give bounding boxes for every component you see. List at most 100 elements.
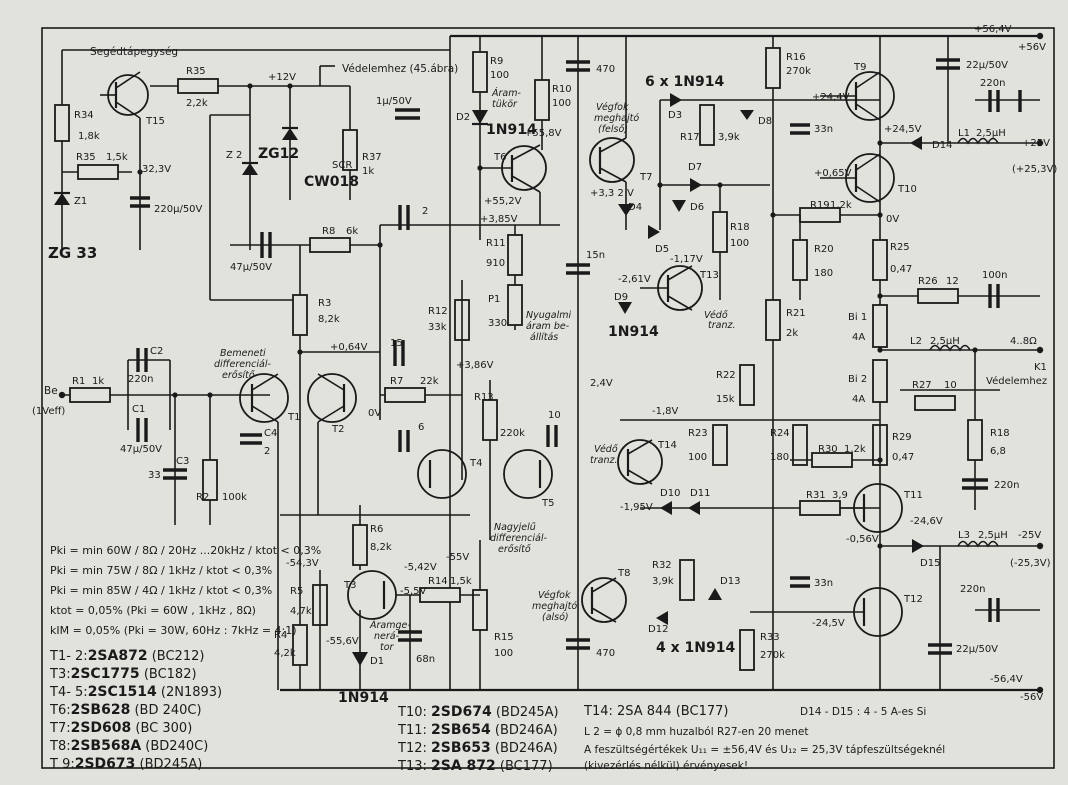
svg-text:-24,5V: -24,5V: [812, 618, 845, 629]
svg-text:220n: 220n: [980, 78, 1005, 89]
svg-text:T7: T7: [639, 172, 652, 183]
svg-text:+55,8V: +55,8V: [524, 128, 562, 139]
transistor-entry: T6:2SB628 (BD 240C): [50, 702, 202, 718]
r20-resistor: [792, 239, 808, 281]
svg-text:330: 330: [488, 318, 507, 329]
svg-text:8,2k: 8,2k: [370, 542, 392, 553]
svg-text:SCR: SCR: [332, 160, 352, 171]
svg-text:+56V: +56V: [1018, 42, 1046, 53]
svg-text:100: 100: [494, 648, 513, 659]
svg-text:2k: 2k: [786, 328, 798, 339]
svg-text:12: 12: [946, 276, 959, 287]
d10-diode: [660, 501, 672, 515]
svg-text:Nyugalmi: Nyugalmi: [526, 310, 571, 321]
svg-text:15: 15: [390, 338, 403, 349]
svg-text:2: 2: [422, 206, 428, 217]
svg-text:220n: 220n: [960, 584, 985, 595]
svg-text:Z 2: Z 2: [226, 150, 242, 161]
svg-text:6 x 1N914: 6 x 1N914: [645, 74, 724, 90]
svg-text:470: 470: [596, 64, 615, 75]
r8-resistor: [309, 237, 351, 253]
svg-text:15n: 15n: [586, 250, 605, 261]
svg-text:T9: T9: [853, 62, 866, 73]
svg-text:R14: R14: [428, 576, 448, 587]
svg-text:+3,3 2 V: +3,3 2 V: [590, 188, 634, 199]
svg-text:1,2k: 1,2k: [844, 444, 866, 455]
svg-text:Nagyjelű: Nagyjelű: [494, 522, 536, 533]
svg-text:2: 2: [264, 446, 270, 457]
t7-transistor: [589, 137, 635, 183]
svg-text:Bi 2: Bi 2: [848, 374, 867, 385]
svg-text:Végfok: Végfok: [538, 590, 571, 601]
svg-text:2,5µH: 2,5µH: [930, 336, 960, 347]
voltage-note-2: (kivezérlés nélkül) érvényesek!: [584, 760, 749, 772]
svg-text:R21: R21: [786, 308, 806, 319]
svg-text:47µ/50V: 47µ/50V: [230, 262, 272, 273]
svg-text:állítás: állítás: [530, 332, 558, 343]
svg-text:100: 100: [688, 452, 707, 463]
svg-text:T6: T6: [493, 152, 506, 163]
r33-resistor: [739, 629, 755, 671]
svg-text:0,47: 0,47: [890, 264, 912, 275]
svg-text:1,5k: 1,5k: [106, 152, 128, 163]
svg-text:1N914: 1N914: [338, 690, 389, 706]
spec-line: Pki = min 75W / 8Ω / 1kHz / ktot < 0,3%: [50, 564, 273, 577]
svg-text:-1,17V: -1,17V: [670, 254, 703, 265]
svg-text:100: 100: [490, 70, 509, 81]
d4-diode: [618, 204, 634, 216]
transistor-entry: T12: 2SB653 (BD246A): [398, 740, 558, 756]
svg-text:2,5µH: 2,5µH: [978, 530, 1008, 541]
svg-text:-1,8V: -1,8V: [652, 406, 679, 417]
svg-text:1k: 1k: [362, 166, 374, 177]
t1-transistor: [239, 373, 289, 423]
svg-text:T10: T10: [897, 184, 917, 195]
d14-d15-note: D14 - D15 : 4 - 5 A-es Si: [800, 706, 927, 718]
svg-text:D6: D6: [690, 202, 704, 213]
d9-diode: [618, 302, 632, 314]
svg-text:R2: R2: [196, 492, 209, 503]
svg-text:270k: 270k: [786, 66, 811, 77]
svg-text:4,7k: 4,7k: [290, 606, 312, 617]
svg-text:T5: T5: [541, 498, 554, 509]
svg-text:Bemeneti: Bemeneti: [220, 348, 266, 359]
svg-text:1µ/50V: 1µ/50V: [376, 96, 412, 107]
svg-text:R31: R31: [806, 490, 826, 501]
svg-text:R20: R20: [814, 244, 834, 255]
t4-transistor: [417, 449, 467, 499]
d11-diode: [688, 501, 700, 515]
svg-text:Z1: Z1: [74, 196, 87, 207]
svg-text:32,3V: 32,3V: [142, 164, 171, 175]
svg-text:Védelemhez: Védelemhez: [986, 375, 1047, 387]
spec-line: Pki = min 85W / 4Ω / 1kHz / ktot < 0,3%: [50, 584, 273, 597]
svg-text:-56V: -56V: [1020, 692, 1043, 703]
svg-text:R17: R17: [680, 132, 700, 143]
svg-text:100k: 100k: [222, 492, 247, 503]
svg-text:tranz.: tranz.: [708, 320, 735, 331]
svg-text:CW018: CW018: [304, 174, 359, 190]
svg-text:-1,95V: -1,95V: [620, 502, 653, 513]
transistor-entry: T13: 2SA 872 (BC177): [398, 758, 553, 774]
svg-text:R19: R19: [810, 200, 830, 211]
svg-text:4A: 4A: [852, 332, 865, 343]
svg-text:6: 6: [418, 422, 424, 433]
svg-text:erősítő: erősítő: [498, 544, 531, 555]
l1-inductor: [957, 137, 999, 145]
r21-resistor: [765, 299, 781, 341]
svg-text:R4: R4: [274, 630, 287, 641]
svg-text:Bi 1: Bi 1: [848, 312, 867, 323]
svg-text:1N914: 1N914: [608, 324, 659, 340]
svg-text:D7: D7: [688, 162, 702, 173]
svg-text:R33: R33: [760, 632, 780, 643]
svg-text:D15: D15: [920, 558, 940, 569]
r37-resistor: [342, 129, 358, 171]
svg-text:10: 10: [944, 380, 957, 391]
d6-diode: [672, 200, 686, 212]
transistor-entry: T7:2SD608 (BC 300): [50, 720, 193, 736]
svg-text:10: 10: [548, 410, 561, 421]
transistor-entry: T4- 5:2SC1514 (2N1893): [50, 684, 223, 700]
r24-resistor: [792, 424, 808, 466]
svg-text:1k: 1k: [92, 376, 104, 387]
svg-text:2,2k: 2,2k: [186, 98, 208, 109]
svg-text:D4: D4: [628, 202, 642, 213]
spec-line: kIM = 0,05% (Pki = 30W, 60Hz : 7kHz = 4:…: [50, 624, 297, 637]
